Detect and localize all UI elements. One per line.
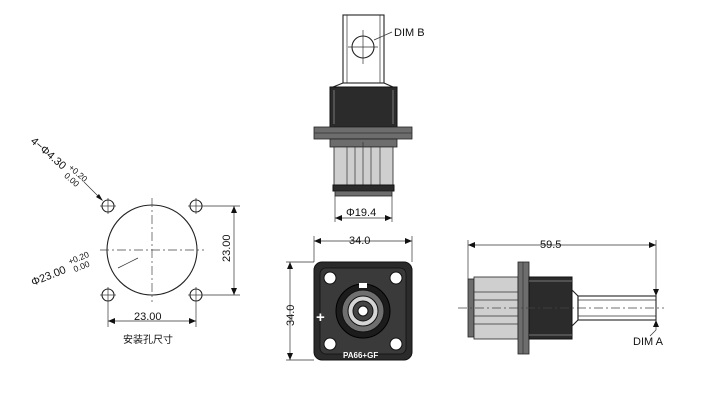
side-view: 59.5 DIM A bbox=[458, 239, 664, 355]
hole-callout-text: 4−Φ4.30 bbox=[28, 135, 68, 172]
terminal-neck bbox=[332, 82, 394, 88]
dim-b-label: DIM B bbox=[394, 27, 425, 39]
cutout-diameter-text: Φ23.00 bbox=[30, 264, 68, 289]
front-view: + PA66+GF 34.0 34.0 bbox=[285, 235, 413, 361]
cutout-callout: Φ23.00 +0.20 0.00 bbox=[30, 249, 92, 289]
front-hole-bl bbox=[323, 337, 337, 351]
housing-body bbox=[329, 86, 398, 128]
dim-a-label: DIM A bbox=[633, 336, 664, 348]
top-view: DIM B Φ19.4 bbox=[313, 14, 425, 222]
busbar-terminal bbox=[342, 14, 385, 84]
receptacle-barrel bbox=[333, 146, 394, 186]
front-hole-tr bbox=[389, 271, 403, 285]
vertical-spacing-text: 23.00 bbox=[221, 234, 233, 262]
front-hole-tl bbox=[323, 271, 337, 285]
cutout-callout-leader bbox=[117, 257, 139, 269]
front-width-text: 34.0 bbox=[349, 235, 370, 247]
barrel-diameter-text: Φ19.4 bbox=[346, 207, 376, 219]
polarity-symbol: + bbox=[316, 309, 325, 326]
mounting-caption: 安装孔尺寸 bbox=[123, 333, 173, 346]
mounting-holes bbox=[100, 198, 204, 303]
overall-length-text: 59.5 bbox=[540, 239, 561, 251]
material-marking: PA66+GF bbox=[343, 351, 378, 360]
hole-callout: 4−Φ4.30 +0.20 0.00 bbox=[28, 135, 90, 189]
horizontal-spacing-text: 23.00 bbox=[134, 311, 162, 323]
front-height-text: 34.0 bbox=[285, 305, 297, 326]
front-hole-br bbox=[389, 337, 403, 351]
mounting-hole-pattern: 4−Φ4.30 +0.20 0.00 Φ23.00 +0.20 0.00 23.… bbox=[28, 135, 240, 346]
